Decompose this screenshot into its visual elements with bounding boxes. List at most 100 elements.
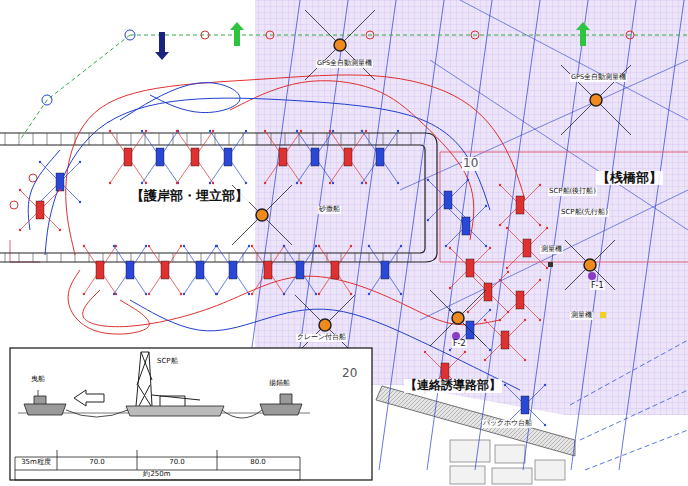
work-range-x xyxy=(561,65,631,135)
anchor xyxy=(315,245,317,247)
anchor xyxy=(141,182,143,184)
anchor xyxy=(504,384,506,386)
seawall-tick xyxy=(61,133,62,145)
vessel-icon xyxy=(209,130,247,184)
seawall-tick xyxy=(229,253,230,262)
seawall-tick xyxy=(341,133,342,145)
survey-marker xyxy=(600,312,606,318)
seawall-tick xyxy=(89,133,90,145)
seawall-tick xyxy=(5,133,6,145)
anchor xyxy=(445,205,447,207)
instrument-label: GPS全自動測量機 xyxy=(316,60,373,67)
anchor xyxy=(251,245,253,247)
anchor xyxy=(283,293,285,295)
dimension-value: 80.0 xyxy=(249,459,267,467)
anchor xyxy=(248,293,250,295)
vessel-icon xyxy=(176,130,214,184)
survey-point xyxy=(266,31,274,39)
ship-track xyxy=(45,98,490,255)
vessel-hull xyxy=(229,261,237,279)
inset-label: 曳船 xyxy=(30,376,46,384)
seawall-tick xyxy=(103,133,104,145)
anchor xyxy=(109,182,111,184)
vessel-icon xyxy=(283,245,317,295)
pier-grid-line xyxy=(400,60,688,190)
dimension-value: 約250m xyxy=(142,471,171,479)
vessel-icon xyxy=(318,245,352,295)
vessel-hull xyxy=(191,148,199,166)
anchor xyxy=(180,245,182,247)
anchor xyxy=(318,293,320,295)
seawall-tick xyxy=(19,133,20,145)
anchor xyxy=(544,384,546,386)
anchor xyxy=(499,184,501,186)
vessel-hull xyxy=(462,217,470,235)
region-label: 【連絡誘導路部】 xyxy=(404,379,502,392)
seawall-tick xyxy=(383,253,384,262)
vessel-icon xyxy=(141,130,179,184)
ship-track xyxy=(120,83,240,120)
vessel-icon xyxy=(113,245,147,295)
direction-arrow xyxy=(576,22,590,46)
anchor xyxy=(445,245,447,247)
anchor xyxy=(467,179,469,181)
seawall-tick xyxy=(257,133,258,145)
vessel-icon xyxy=(329,130,367,184)
seawall-tick xyxy=(411,133,412,145)
seawall-tick xyxy=(103,253,104,262)
vessel-hull xyxy=(264,261,272,279)
vessel-hull xyxy=(381,261,389,279)
guide-dashed xyxy=(580,390,688,440)
anchor xyxy=(546,267,548,269)
anchor xyxy=(245,182,247,184)
vessel-icon xyxy=(361,130,399,184)
move-arrow xyxy=(74,390,104,406)
vessel-hull xyxy=(311,148,319,166)
anchor xyxy=(397,182,399,184)
anchor xyxy=(315,293,317,295)
seawall-tick xyxy=(117,253,118,262)
anchor xyxy=(19,229,21,231)
seawall-tick xyxy=(229,133,230,145)
anchor xyxy=(506,227,508,229)
callout-number: 10 xyxy=(462,157,479,170)
anchor xyxy=(39,161,41,163)
anchor xyxy=(209,130,211,132)
vessel-icon xyxy=(39,161,81,203)
anchor xyxy=(215,293,217,295)
seawall-tick xyxy=(397,253,398,262)
vessel-hull xyxy=(36,201,44,219)
anchor xyxy=(539,184,541,186)
seawall-tick xyxy=(369,253,370,262)
facility-block xyxy=(495,445,525,463)
vessel-icon xyxy=(83,245,117,295)
anchor xyxy=(427,179,429,181)
vessel-hull xyxy=(516,291,524,309)
anchor xyxy=(350,293,352,295)
anchor xyxy=(489,309,491,311)
anchor xyxy=(449,247,451,249)
anchor xyxy=(296,130,298,132)
anchor xyxy=(176,130,178,132)
anchor xyxy=(506,267,508,269)
anchor xyxy=(248,245,250,247)
instrument-label: 測量機 xyxy=(540,246,563,254)
anchor-boat xyxy=(260,394,302,415)
direction-arrow xyxy=(155,32,169,60)
anchor xyxy=(365,182,367,184)
survey-point xyxy=(42,95,52,105)
anchor xyxy=(507,271,509,273)
anchor xyxy=(499,279,501,281)
seawall-tick xyxy=(313,133,314,145)
anchor xyxy=(544,424,546,426)
seawall-tick xyxy=(33,253,34,262)
vessel-hull xyxy=(523,239,531,257)
anchor xyxy=(183,245,185,247)
anchor xyxy=(332,130,334,132)
anchor xyxy=(499,319,501,321)
anchor xyxy=(212,182,214,184)
tow-wire xyxy=(66,410,262,418)
guide-dashed xyxy=(585,430,688,470)
vessel-icon xyxy=(484,319,526,361)
